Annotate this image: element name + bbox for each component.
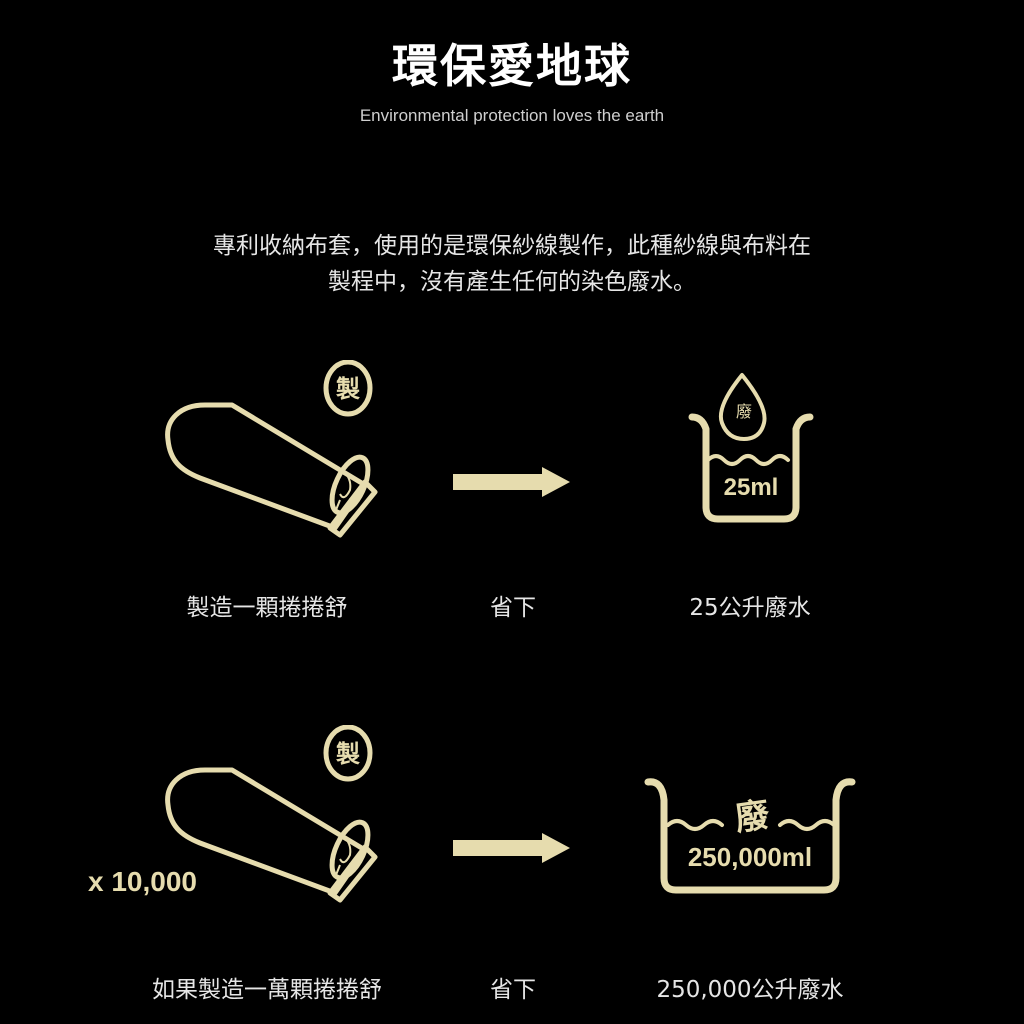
rolled-product-icon: 製	[165, 360, 378, 538]
label-middle: 省下	[490, 595, 536, 621]
badge-text: 製	[336, 740, 360, 768]
label-left: 製造一顆捲捲舒	[186, 595, 348, 621]
beaker-icon: 廢 25ml	[688, 373, 814, 523]
label-left: 如果製造一萬顆捲捲舒	[152, 977, 382, 1003]
description: 專利收納布套，使用的是環保紗線製作，此種紗線與布料在 製程中，沒有產生任何的染色…	[0, 228, 1024, 300]
badge-text: 製	[336, 375, 360, 403]
waste-char: 廢	[733, 796, 773, 839]
description-line-2: 製程中，沒有產生任何的染色廢水。	[328, 269, 696, 295]
page-title: 環保愛地球	[392, 39, 632, 93]
label-right: 25公升廢水	[689, 595, 811, 621]
waste-char: 廢	[736, 402, 752, 421]
description-line-1: 專利收納布套，使用的是環保紗線製作，此種紗線與布料在	[213, 233, 811, 259]
amount-text: 25ml	[724, 474, 779, 501]
arrow-right-icon	[453, 467, 570, 497]
amount-text: 250,000ml	[688, 842, 812, 872]
multiplier: x 10,000	[88, 866, 197, 897]
page-subtitle: Environmental protection loves the earth	[359, 106, 665, 125]
basin-icon: 廢 250,000ml	[644, 778, 856, 894]
label-middle: 省下	[490, 977, 536, 1003]
label-right: 250,000公升廢水	[656, 977, 844, 1003]
arrow-right-icon	[453, 833, 570, 863]
rolled-product-icon: 製	[165, 725, 378, 903]
